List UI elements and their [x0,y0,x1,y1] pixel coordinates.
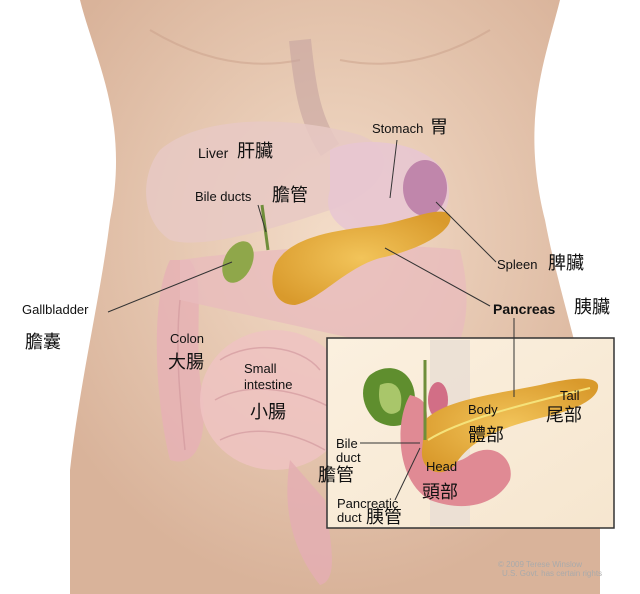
inset-bile-duct-label-zh: 膽管 [318,465,354,486]
inset-head-label-zh: 頭部 [422,482,458,503]
inset-pancreatic-duct-label-1: Pancreatic [337,496,399,511]
liver-label-zh: 肝臟 [237,141,273,162]
inset-pancreatic-duct-label-zh: 胰管 [366,507,402,528]
copyright-line-1: © 2009 Terese Winslow [498,560,583,569]
inset-body-label-zh: 體部 [468,425,504,446]
small-intestine-label-2: intestine [244,377,293,392]
inset-body-label: Body [468,402,498,417]
inset-pancreatic-duct-label-2: duct [337,510,362,525]
pancreas-label-zh: 胰臟 [574,297,610,318]
stomach-label: Stomach [372,121,424,136]
copyright: © 2009 Terese Winslow U.S. Govt. has cer… [498,560,602,578]
pancreas-label: Pancreas [493,301,556,317]
gallbladder-label: Gallbladder [22,302,89,317]
colon-label-zh: 大腸 [168,352,204,373]
small-intestine-label-zh: 小腸 [250,402,286,423]
inset-illustration [363,340,599,526]
stomach-label-zh: 胃 [430,117,448,138]
liver-label: Liver [198,145,229,161]
bile-ducts-label: Bile ducts [195,189,252,204]
colon [156,260,204,462]
pancreas [272,211,451,305]
copyright-line-2: U.S. Govt. has certain rights [502,569,603,578]
leader-lines [107,139,515,501]
liver [146,121,384,243]
inset-head-label: Head [426,459,458,474]
inset-tail-label: Tail [560,388,580,403]
spleen-label: Spleen [497,257,538,272]
inset-tail-label-zh: 尾部 [546,405,582,426]
inset-bile-duct-label-1: Bile [336,436,358,451]
gallbladder-label-zh: 膽囊 [25,332,61,353]
colon-label: Colon [170,331,204,346]
gallbladder [222,241,254,283]
bile-ducts-label-zh: 膽管 [272,185,308,206]
spleen [403,160,447,216]
spleen-label-zh: 脾臟 [548,253,584,274]
small-intestine [200,330,350,470]
inset-bile-duct-label-2: duct [336,450,361,465]
small-intestine-label-1: Small [244,361,277,376]
